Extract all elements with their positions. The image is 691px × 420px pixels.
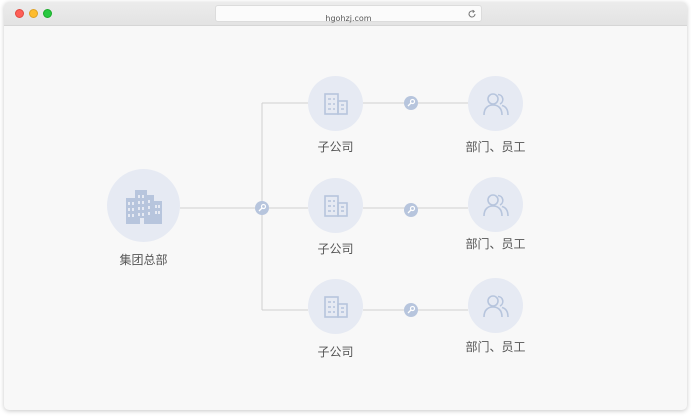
subsidiary-node[interactable] <box>308 76 363 131</box>
key-glyph <box>258 203 267 212</box>
building-icon <box>323 194 348 217</box>
department-label: 部门、员工 <box>465 237 526 251</box>
key-icon <box>404 203 418 217</box>
building-icon <box>323 92 348 115</box>
subsidiary-label: 子公司 <box>317 242 354 256</box>
reload-icon[interactable] <box>467 9 477 19</box>
subsidiary-label: 子公司 <box>317 140 354 154</box>
minimize-window-button[interactable] <box>29 9 38 18</box>
key-glyph <box>407 205 416 214</box>
department-node[interactable] <box>468 177 523 232</box>
department-label: 部门、员工 <box>465 340 526 354</box>
key-glyph <box>407 305 416 314</box>
headquarters-node[interactable] <box>107 169 180 242</box>
title-bar: hgohzj.com <box>4 2 687 26</box>
key-icon <box>404 96 418 110</box>
browser-window: hgohzj.com <box>4 2 687 410</box>
key-glyph <box>407 98 416 107</box>
subsidiary-label: 子公司 <box>317 345 354 359</box>
address-bar[interactable]: hgohzj.com <box>215 5 482 23</box>
users-icon <box>482 92 509 115</box>
department-node[interactable] <box>468 76 523 131</box>
key-icon <box>255 201 269 215</box>
subsidiary-node[interactable] <box>308 178 363 233</box>
maximize-window-button[interactable] <box>43 9 52 18</box>
org-diagram: 集团总部 子公司 <box>4 27 687 410</box>
close-window-button[interactable] <box>15 9 24 18</box>
url-text: hgohzj.com <box>325 14 372 23</box>
subsidiary-node[interactable] <box>308 279 363 334</box>
department-node[interactable] <box>468 278 523 333</box>
office-buildings-icon <box>125 189 162 224</box>
headquarters-label: 集团总部 <box>119 253 168 267</box>
key-icon <box>404 303 418 317</box>
users-icon <box>482 294 509 317</box>
department-label: 部门、员工 <box>465 140 526 154</box>
users-icon <box>482 193 509 216</box>
building-icon <box>323 295 348 318</box>
